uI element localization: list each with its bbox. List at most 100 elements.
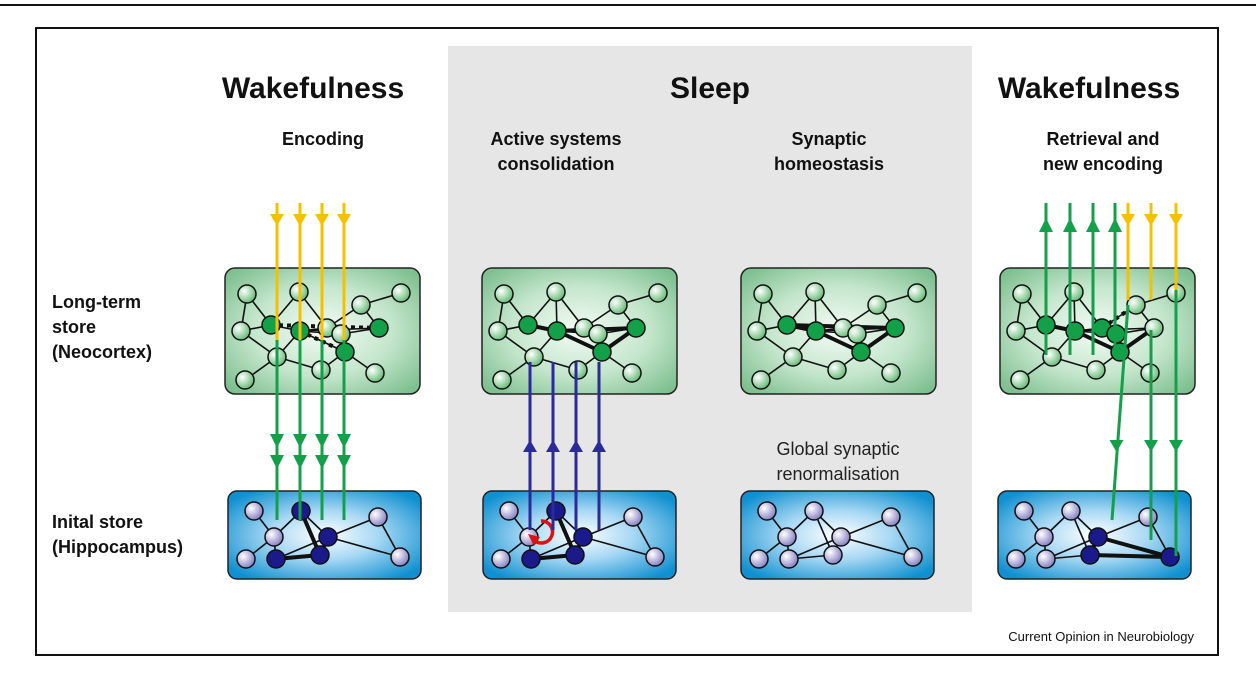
hippocampus-neuron <box>749 549 769 569</box>
hippocampus-strengthened-synapse <box>1097 535 1171 559</box>
neocortex-active-neuron <box>851 342 871 362</box>
hippocampus-neuron <box>1014 501 1034 521</box>
hippocampus-strengthened-synapse <box>1089 553 1171 559</box>
neocortex-neuron <box>588 324 608 344</box>
heading-wakefulness-left: Wakefulness <box>222 72 404 105</box>
hippocampus-neuron <box>491 549 511 569</box>
hippocampus-active-neuron <box>318 527 338 547</box>
neocortex-neuron <box>1010 370 1030 390</box>
neocortex-active-neuron <box>518 315 538 335</box>
retrieval-output-head <box>1039 218 1053 232</box>
label-initial-1: Inital store <box>52 512 143 532</box>
hippocampus-active-neuron <box>266 549 286 569</box>
hippocampus-active-neuron <box>1088 527 1108 547</box>
encoding-link-head <box>315 455 329 469</box>
neocortex-neuron <box>1144 318 1164 338</box>
retrieval-link-head <box>1169 440 1183 452</box>
hippocampus-network-3 <box>1006 501 1180 569</box>
hippocampus-synapse <box>840 536 914 558</box>
hippocampus-neuron <box>244 501 264 521</box>
hippocampus-neuron <box>777 527 797 547</box>
networks <box>231 282 1186 569</box>
neocortex-neuron <box>805 282 825 302</box>
neocortex-neuron <box>867 295 887 315</box>
hippocampus-neuron <box>623 507 643 527</box>
neocortex-neuron <box>827 360 847 380</box>
hippocampus-active-neuron <box>1080 545 1100 565</box>
heading-wakefulness-right: Wakefulness <box>998 72 1180 105</box>
hippocampus-neuron <box>1034 527 1054 547</box>
neocortex-neuron <box>391 283 411 303</box>
note-global-1: Global synaptic <box>776 439 899 459</box>
top-rule <box>0 4 1256 6</box>
heading-sleep: Sleep <box>670 72 750 105</box>
neocortex-active-neuron <box>777 315 797 335</box>
neocortex-neuron <box>1064 282 1084 302</box>
hippocampus-neuron <box>804 501 824 521</box>
hippocampus-active-neuron <box>573 527 593 547</box>
encoding-input-arrow-head <box>337 214 351 226</box>
neocortex-neuron <box>351 295 371 315</box>
neocortex-active-neuron <box>885 318 905 338</box>
hippocampus-synapse <box>327 536 401 558</box>
hippocampus-neuron <box>390 547 410 567</box>
neocortex-neuron <box>365 363 385 383</box>
retrieval-output-head <box>1063 218 1077 232</box>
encoding-link-head <box>315 434 329 448</box>
phase-active-line2: consolidation <box>498 154 615 174</box>
hippocampus-neuron <box>831 527 851 547</box>
label-initial-2: (Hippocampus) <box>52 537 183 557</box>
neocortex-network-1 <box>488 282 668 390</box>
reactivation-loop-head <box>528 534 540 546</box>
encoding-link-head <box>270 434 284 448</box>
reactivation-loop <box>531 519 555 545</box>
retrieval-output-head <box>1108 218 1122 232</box>
phase-retrieval-line2: new encoding <box>1043 154 1163 174</box>
encoding-input-arrow-head <box>270 214 284 226</box>
hippocampus-active-neuron <box>565 545 585 565</box>
hippocampus-neuron <box>1138 507 1158 527</box>
neocortex-neuron <box>568 360 588 380</box>
encoding-link-head <box>337 455 351 469</box>
neocortex-neuron <box>783 347 803 367</box>
phase-retrieval-line1: Retrieval and <box>1046 129 1159 149</box>
hippocampus-synapse <box>582 536 656 558</box>
hippocampus-neuron <box>1061 501 1081 521</box>
neocortex-neuron <box>492 370 512 390</box>
citation: Current Opinion in Neurobiology <box>1008 629 1194 644</box>
replay-arrow-head <box>546 440 560 452</box>
figure-frame <box>35 27 1219 656</box>
hippocampus-neuron <box>881 507 901 527</box>
replay-arrow-head <box>592 440 606 452</box>
neocortex-neuron <box>1086 360 1106 380</box>
replay-arrow-head <box>569 440 583 452</box>
neocortex-neuron <box>237 284 257 304</box>
encoding-input-arrow-head <box>315 214 329 226</box>
neocortex-network-3 <box>1006 282 1186 390</box>
retrieval-link-head <box>1144 440 1158 452</box>
hippocampus-neuron <box>779 549 799 569</box>
encoding-link-head <box>337 434 351 448</box>
encoding-link-head <box>293 455 307 469</box>
phase-synaptic-line2: homeostasis <box>774 154 884 174</box>
neocortex-neuron <box>331 324 351 344</box>
neocortex-neuron <box>488 321 508 341</box>
hippocampus-active-neuron <box>546 501 566 521</box>
neocortex-neuron <box>907 283 927 303</box>
neocortex-neuron <box>524 347 544 367</box>
hippocampus-neuron <box>499 501 519 521</box>
neocortex-neuron <box>648 283 668 303</box>
new-encoding-input-arrow-head <box>1144 214 1158 226</box>
hippocampus-neuron <box>1006 549 1026 569</box>
neocortex-neuron <box>1126 295 1146 315</box>
hippocampus-network-1 <box>491 501 665 569</box>
retrieval-output-head <box>1086 218 1100 232</box>
hippocampus-neuron <box>236 549 256 569</box>
neocortex-neuron <box>751 370 771 390</box>
replay-arrow-head <box>523 440 537 452</box>
neocortex-active-neuron <box>806 321 826 341</box>
hippocampus-network-2 <box>749 501 923 569</box>
neocortex-neuron <box>747 321 767 341</box>
note-global-2: renormalisation <box>776 464 899 484</box>
